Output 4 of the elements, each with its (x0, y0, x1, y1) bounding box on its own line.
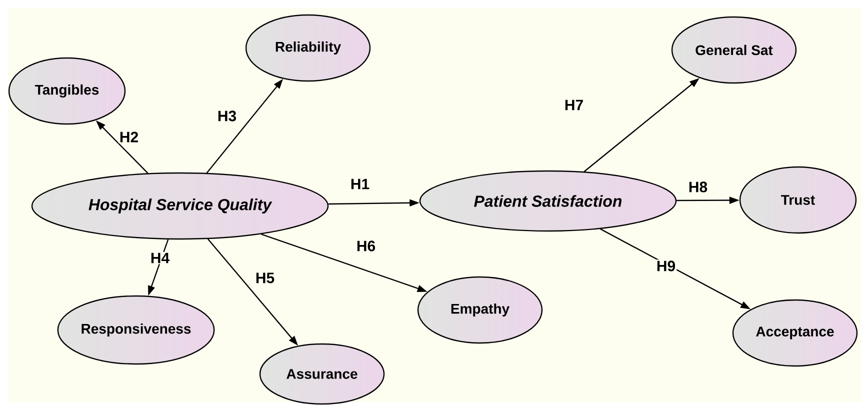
edge-label: H9 (655, 260, 677, 272)
edge-label: H3 (216, 110, 238, 122)
edge-label: H8 (687, 180, 709, 194)
edge-label: H6 (355, 240, 377, 252)
